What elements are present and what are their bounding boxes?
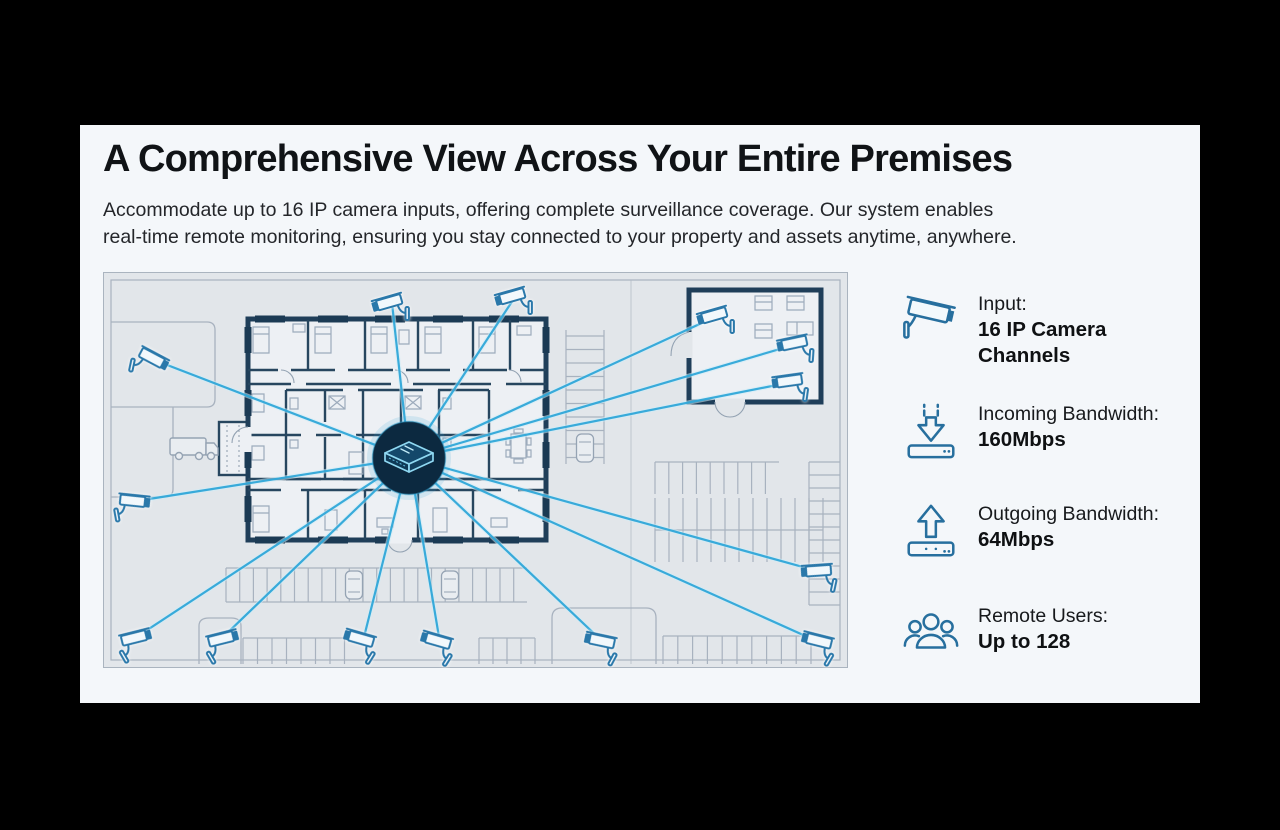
page-title: A Comprehensive View Across Your Entire … — [103, 138, 1013, 180]
content-card: A Comprehensive View Across Your Entire … — [80, 125, 1200, 703]
spec-remote-users: Remote Users: Up to 128 — [900, 602, 1193, 664]
parked-car — [344, 570, 364, 600]
parked-car — [575, 433, 595, 463]
floorplan-diagram — [103, 272, 848, 668]
spec-value: Up to 128 — [978, 630, 1071, 653]
camera-links — [129, 295, 822, 646]
remote-users-icon — [900, 602, 962, 664]
parked-cars — [344, 433, 595, 600]
spec-label: Input: — [978, 293, 1027, 315]
spec-label: Remote Users: — [978, 605, 1109, 627]
spec-list: Input: 16 IP Camera Channels — [900, 125, 1200, 703]
cctv-camera-icon — [900, 290, 962, 352]
subtitle: Accommodate up to 16 IP camera inputs, o… — [103, 197, 1017, 250]
spec-value: 160Mbps — [978, 428, 1066, 451]
spec-label: Incoming Bandwidth: — [978, 403, 1160, 425]
incoming-bandwidth-icon — [900, 400, 962, 462]
subtitle-line-2: real-time remote monitoring, ensuring yo… — [103, 225, 1017, 248]
security-building — [670, 287, 824, 418]
property-boundary — [110, 279, 841, 661]
spec-input: Input: 16 IP Camera Channels — [900, 290, 1193, 369]
spec-incoming-bandwidth: Incoming Bandwidth: 160Mbps — [900, 400, 1193, 462]
roads — [111, 280, 657, 664]
spec-value: 16 IP Camera Channels — [978, 318, 1107, 367]
loading-dock — [169, 420, 250, 477]
spec-value: 64Mbps — [978, 528, 1055, 551]
outgoing-bandwidth-icon — [900, 500, 962, 562]
nvr-device-icon — [384, 441, 434, 473]
spec-outgoing-bandwidth: Outgoing Bandwidth: 64Mbps — [900, 500, 1193, 562]
delivery-truck — [169, 437, 219, 461]
parked-car — [440, 570, 460, 600]
subtitle-line-1: Accommodate up to 16 IP camera inputs, o… — [103, 199, 994, 221]
spec-label: Outgoing Bandwidth: — [978, 503, 1160, 525]
nvr-hub — [367, 416, 451, 500]
